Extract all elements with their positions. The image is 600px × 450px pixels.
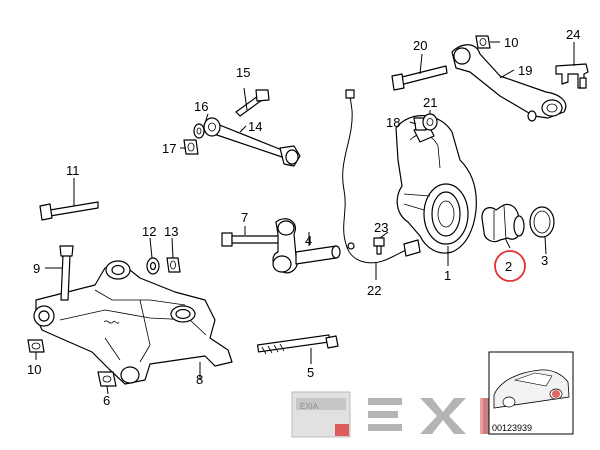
part-10-nut-upper <box>475 35 491 49</box>
callout-4: 4 <box>305 233 312 248</box>
part-4-link <box>272 218 341 274</box>
callout-16: 16 <box>194 99 208 114</box>
callout-3: 3 <box>541 253 548 268</box>
callout-8: 8 <box>196 372 203 387</box>
vehicle-thumbnail: 00123939 <box>488 351 574 435</box>
callout-12: 12 <box>142 224 156 239</box>
callout-23: 23 <box>374 220 388 235</box>
part-21-bushing <box>422 113 438 131</box>
part-19-control-arm <box>451 44 567 122</box>
callout-9: 9 <box>33 261 40 276</box>
part-2-wheel-bearing <box>481 203 525 243</box>
part-20-bolt <box>391 65 448 91</box>
callout-2: 2 <box>505 259 512 274</box>
part-14-link <box>203 117 301 167</box>
part-1-wheel-carrier <box>395 115 477 254</box>
callout-14: 14 <box>248 119 262 134</box>
part-6-nut <box>97 371 117 387</box>
part-3-circlip <box>529 206 555 238</box>
part-16-washer <box>193 123 205 139</box>
part-17-nut <box>183 139 199 155</box>
part-9-bolt <box>59 245 74 301</box>
callout-22: 22 <box>367 283 381 298</box>
callout-17: 17 <box>162 141 176 156</box>
part-10-nut-lower <box>27 339 45 353</box>
callout-19: 19 <box>518 63 532 78</box>
callout-18: 18 <box>386 115 400 130</box>
part-13-nut <box>166 257 181 273</box>
callout-5: 5 <box>307 365 314 380</box>
part-2-highlight-ring <box>494 250 526 282</box>
callout-11: 11 <box>66 163 80 178</box>
callout-10-upper: 10 <box>504 35 518 50</box>
callout-20: 20 <box>413 38 427 53</box>
diagram-id: 00123939 <box>492 423 532 433</box>
part-22-sensor-cable <box>342 89 421 264</box>
callout-10-lower: 10 <box>27 362 41 377</box>
callout-24: 24 <box>566 27 580 42</box>
callout-7: 7 <box>241 210 248 225</box>
part-12-washer <box>146 257 160 275</box>
part-5-bolt <box>256 334 339 355</box>
callout-labels: 1 2 3 4 5 6 7 8 9 10 10 11 12 13 14 15 1… <box>27 27 580 408</box>
callout-21: 21 <box>423 95 437 110</box>
svg-text:EXIA: EXIA <box>300 402 319 411</box>
part-24-bracket <box>555 63 589 89</box>
part-15-bolt <box>235 89 270 117</box>
callout-15: 15 <box>236 65 250 80</box>
callout-1: 1 <box>444 268 451 283</box>
part-11-bolt <box>39 201 99 221</box>
callout-6: 6 <box>103 393 110 408</box>
part-7-bolt <box>221 232 281 247</box>
part-8-subframe <box>33 260 233 385</box>
leader-lines <box>35 41 575 395</box>
part-23-bolt <box>373 237 385 255</box>
callout-13: 13 <box>164 224 178 239</box>
